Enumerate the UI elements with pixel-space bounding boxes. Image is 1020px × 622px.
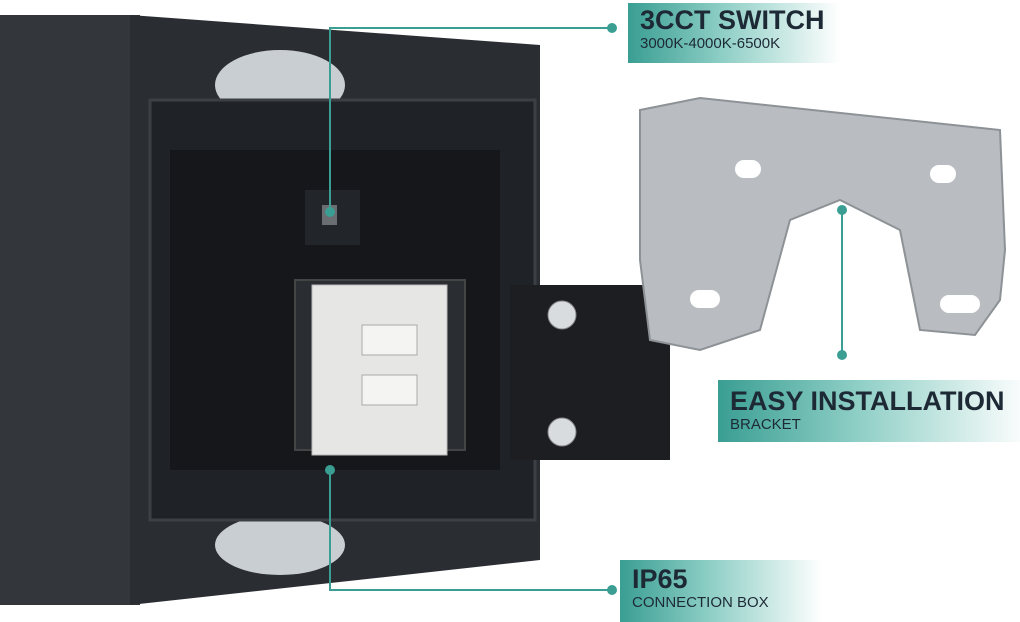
bracket-callout-subtitle: BRACKET (730, 416, 801, 433)
box-callout-title: IP65 (632, 564, 688, 594)
bracket-callout-title: EASY INSTALLATION (730, 386, 1005, 416)
light-housing (0, 15, 140, 605)
switch-dot (325, 207, 335, 217)
box-callout: IP65 CONNECTION BOX (620, 560, 822, 622)
terminal-lever-1 (361, 324, 418, 356)
bracket-callout: EASY INSTALLATION BRACKET (718, 380, 1020, 442)
switch-callout-subtitle: 3000K-4000K-6500K (640, 35, 781, 52)
bracket-slot-4 (940, 295, 980, 313)
bracket-slot-2 (930, 165, 956, 183)
bracket-slot-1 (735, 160, 761, 178)
mounting-plate (510, 285, 670, 460)
switch-callout-title: 3CCT SWITCH (640, 5, 825, 35)
switch-leader-line (329, 27, 612, 212)
screw-2 (547, 417, 577, 447)
box-leader-line (329, 470, 612, 591)
terminal-lever-2 (361, 374, 418, 406)
switch-callout: 3CCT SWITCH 3000K-4000K-6500K (628, 3, 840, 63)
bracket-end-dot (837, 350, 847, 360)
screw-1 (547, 300, 577, 330)
bracket-dot (837, 205, 847, 215)
bottom-lens (215, 515, 345, 575)
terminal-block (311, 284, 448, 456)
installation-bracket (639, 96, 1007, 352)
switch-end-dot (607, 23, 617, 33)
box-callout-subtitle: CONNECTION BOX (632, 594, 769, 611)
box-dot (325, 465, 335, 475)
box-end-dot (607, 585, 617, 595)
bracket-slot-3 (690, 290, 720, 308)
